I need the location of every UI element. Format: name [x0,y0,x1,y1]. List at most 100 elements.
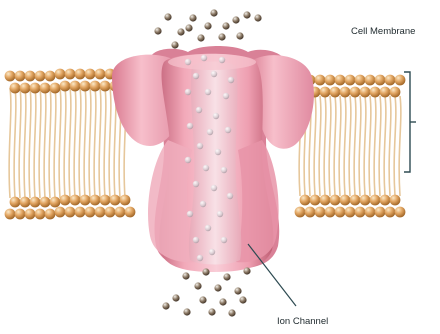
ion-in-pore [228,77,234,83]
lipid-head [55,207,66,218]
lipid-head [340,195,351,206]
ion-in-pore [205,225,211,231]
ion [183,308,190,315]
lipid-tail [94,88,96,198]
ion-in-pore [219,57,225,63]
ion-channel-label: Ion Channel [277,316,328,327]
lipid-tail [379,96,381,196]
ion [223,273,230,280]
lipid-head [80,81,91,92]
lipid-head [125,207,136,218]
ion-in-pore [187,211,193,217]
lipid-head [365,75,376,86]
ion-in-pore [221,167,227,173]
lipid-head [320,87,331,98]
ion-in-pore [227,193,233,199]
lipid-tail [334,96,336,196]
lipid-head [395,75,406,86]
ion-in-pore [215,149,221,155]
lipid-head [100,81,111,92]
ion-in-pore [225,127,231,133]
lipid-head [110,195,121,206]
ion [204,22,211,29]
lipid-head [45,209,56,220]
lipid-head [100,195,111,206]
lipid-head [300,195,311,206]
ion [182,272,189,279]
lipid-tail [54,88,56,198]
lipid-head [15,209,26,220]
ion [202,268,209,275]
ion [171,41,178,48]
lipid-head [50,83,61,94]
ion-in-pore [207,129,213,135]
ion [232,16,239,23]
lipid-head [20,83,31,94]
lipid-head [345,75,356,86]
lipid-head [325,75,336,86]
lipid-head [75,69,86,80]
lipid-tail [339,96,341,196]
lipid-head [40,83,51,94]
ion [185,24,192,31]
lipid-tail [64,88,66,198]
lipid-head [10,197,21,208]
lipid-head [115,207,126,218]
lipid-tail [344,96,346,196]
lipid-head [315,75,326,86]
ion [239,296,246,303]
cell-membrane-label: Cell Membrane [351,26,415,37]
lipid-head [30,83,41,94]
lipid-tail [29,88,31,198]
lipid-tail [74,88,76,198]
lipid-head [340,87,351,98]
lipid-head [25,71,36,82]
ion-in-pore [205,89,211,95]
lipid-head [15,71,26,82]
lipid-head [40,197,51,208]
ion [218,33,225,40]
lipid-head [390,87,401,98]
lipid-head [325,207,336,218]
lipid-head [375,75,386,86]
lipid-tail [394,96,396,196]
lipid-head [55,69,66,80]
ion-in-pore [217,211,223,217]
lipid-head [50,197,61,208]
lipid-head [375,207,386,218]
lipid-tail [69,88,71,198]
lipid-head [330,87,341,98]
lipid-head [320,195,331,206]
lipid-tail [109,88,111,198]
ion [210,9,217,16]
lipid-head [120,195,131,206]
ion-in-pore [201,55,207,61]
channel-lower-right [236,140,279,262]
lipid-head [35,209,46,220]
lipid-head [85,207,96,218]
lipid-head [70,81,81,92]
ion-in-pore [196,107,202,113]
ion-in-pore [185,89,191,95]
lipid-head [365,207,376,218]
lipid-head [25,209,36,220]
lipid-tail [14,88,16,198]
lipid-head [30,197,41,208]
lipid-tail [99,88,101,198]
lipid-head [20,197,31,208]
ion [199,296,206,303]
lipid-tail [384,96,386,196]
ion-in-pore [223,93,229,99]
lipid-head [60,81,71,92]
ion-in-pore [203,165,209,171]
lipid-head [330,195,341,206]
lipid-head [370,195,381,206]
lipid-head [70,195,81,206]
lipid-tail [34,88,36,198]
lipid-tail [39,88,41,198]
lipid-tail [19,88,21,198]
lipid-tail [89,88,91,198]
ion-in-pore [193,237,199,243]
